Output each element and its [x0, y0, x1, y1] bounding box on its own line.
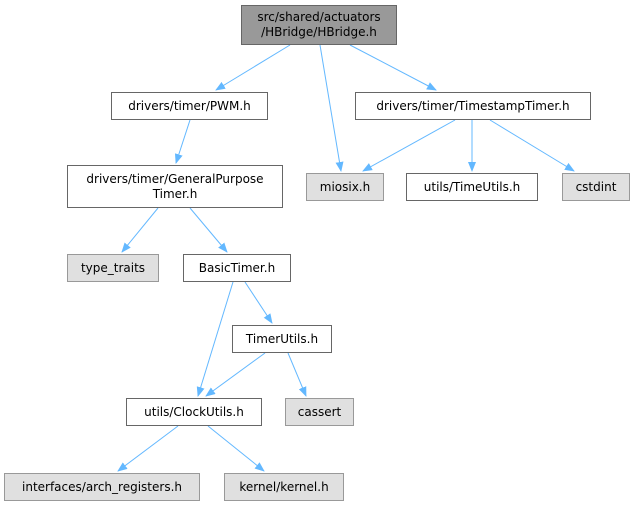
edge-root-miosix — [319, 44, 344, 172]
edge-pwm-general — [174, 119, 191, 164]
node-cstdint-label: cstdint — [575, 179, 617, 194]
node-basic-timer-label: BasicTimer.h — [198, 260, 276, 275]
node-type-traits-label: type_traits — [80, 260, 146, 275]
node-pwm-label: drivers/timer/PWM.h — [128, 98, 251, 113]
edge-general-typetraits — [121, 207, 159, 253]
node-basic-timer[interactable]: BasicTimer.h — [183, 254, 291, 282]
edge-timerutils-clockutils — [205, 352, 266, 397]
node-timestamp-timer-label: drivers/timer/TimestampTimer.h — [376, 98, 570, 113]
node-type-traits[interactable]: type_traits — [67, 254, 159, 282]
node-arch-registers[interactable]: interfaces/arch_registers.h — [4, 473, 200, 501]
node-timer-utils[interactable]: TimerUtils.h — [232, 325, 332, 353]
node-miosix-label: miosix.h — [319, 179, 371, 194]
edge-timerutils-cassert — [287, 352, 307, 397]
node-time-utils[interactable]: utils/TimeUtils.h — [406, 173, 538, 201]
node-clock-utils-label: utils/ClockUtils.h — [144, 404, 244, 419]
node-hbridge-root-line1: src/shared/actuators — [257, 10, 381, 24]
node-hbridge-root-line2: /HBridge/HBridge.h — [261, 25, 377, 39]
edge-clock-kernel — [207, 425, 265, 472]
node-timer-utils-label: TimerUtils.h — [245, 331, 319, 346]
node-general-purpose-timer[interactable]: drivers/timer/GeneralPurpose Timer.h — [67, 165, 283, 208]
node-hbridge-root[interactable]: src/shared/actuators /HBridge/HBridge.h — [241, 5, 397, 45]
node-time-utils-label: utils/TimeUtils.h — [423, 179, 521, 194]
node-timestamp-timer[interactable]: drivers/timer/TimestampTimer.h — [355, 92, 591, 120]
node-miosix[interactable]: miosix.h — [306, 173, 384, 201]
node-general-purpose-timer-line1: drivers/timer/GeneralPurpose — [86, 171, 264, 186]
edge-basic-clockutils — [196, 281, 234, 397]
edge-timestamp-cstdint — [489, 119, 575, 172]
node-clock-utils[interactable]: utils/ClockUtils.h — [126, 398, 262, 426]
edge-timestamp-miosix — [362, 119, 456, 172]
edge-general-basictimer — [189, 207, 228, 253]
edge-root-pwm — [215, 44, 291, 91]
node-kernel[interactable]: kernel/kernel.h — [224, 473, 344, 501]
edge-root-timestamp — [349, 44, 437, 91]
node-kernel-label: kernel/kernel.h — [239, 479, 329, 494]
node-pwm[interactable]: drivers/timer/PWM.h — [111, 92, 268, 120]
edge-clock-arch — [117, 425, 179, 472]
node-general-purpose-timer-line2: Timer.h — [152, 186, 198, 201]
node-cassert-label: cassert — [297, 404, 342, 419]
edge-basic-timerutils — [244, 281, 273, 324]
node-arch-registers-label: interfaces/arch_registers.h — [22, 479, 182, 494]
node-cassert[interactable]: cassert — [285, 398, 354, 426]
node-cstdint[interactable]: cstdint — [562, 173, 630, 201]
